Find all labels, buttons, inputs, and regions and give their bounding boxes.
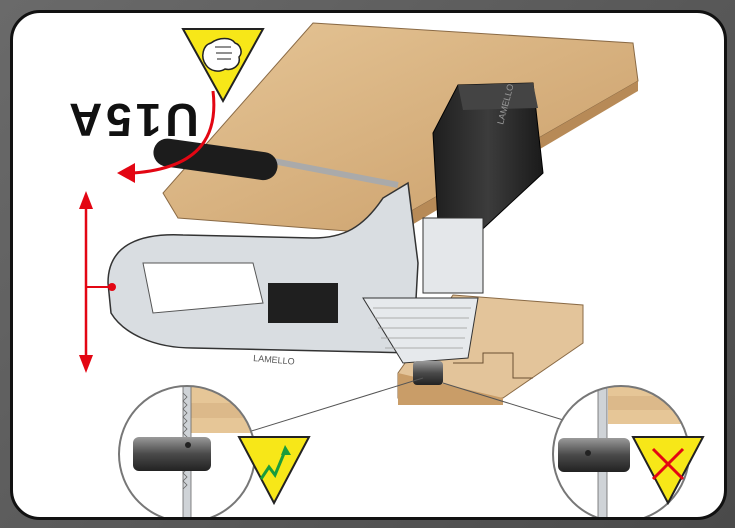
handle-grip[interactable]: [152, 137, 280, 182]
model-label: U15A: [65, 94, 199, 146]
clamp-knob[interactable]: [413, 361, 443, 385]
base-plate-grooves: [373, 307, 471, 349]
vertical-adjust-arrow: [79, 191, 116, 373]
check-warning-icon: [237, 436, 311, 506]
motor-top: [458, 83, 538, 110]
motor-mount: [422, 217, 484, 294]
frame-brand-text: LAMELLO: [253, 353, 295, 367]
plywood-joint-line: [453, 352, 533, 379]
blade-guard: [268, 283, 338, 323]
fist-warning-icon: [181, 28, 265, 104]
pointer-line-left: [244, 377, 424, 434]
instruction-panel: LAMELLO LAMELLO: [10, 10, 727, 520]
cross-warning-icon: [631, 436, 705, 506]
base-plate: [362, 297, 479, 364]
pointer-line-right: [442, 382, 574, 424]
detail-circle-left: [118, 385, 256, 517]
assembly-illustration: LAMELLO LAMELLO: [79, 22, 705, 517]
saw-frame-cutout: [142, 262, 264, 314]
rotation-arrow: [117, 90, 216, 183]
handle-rod: [272, 158, 399, 188]
